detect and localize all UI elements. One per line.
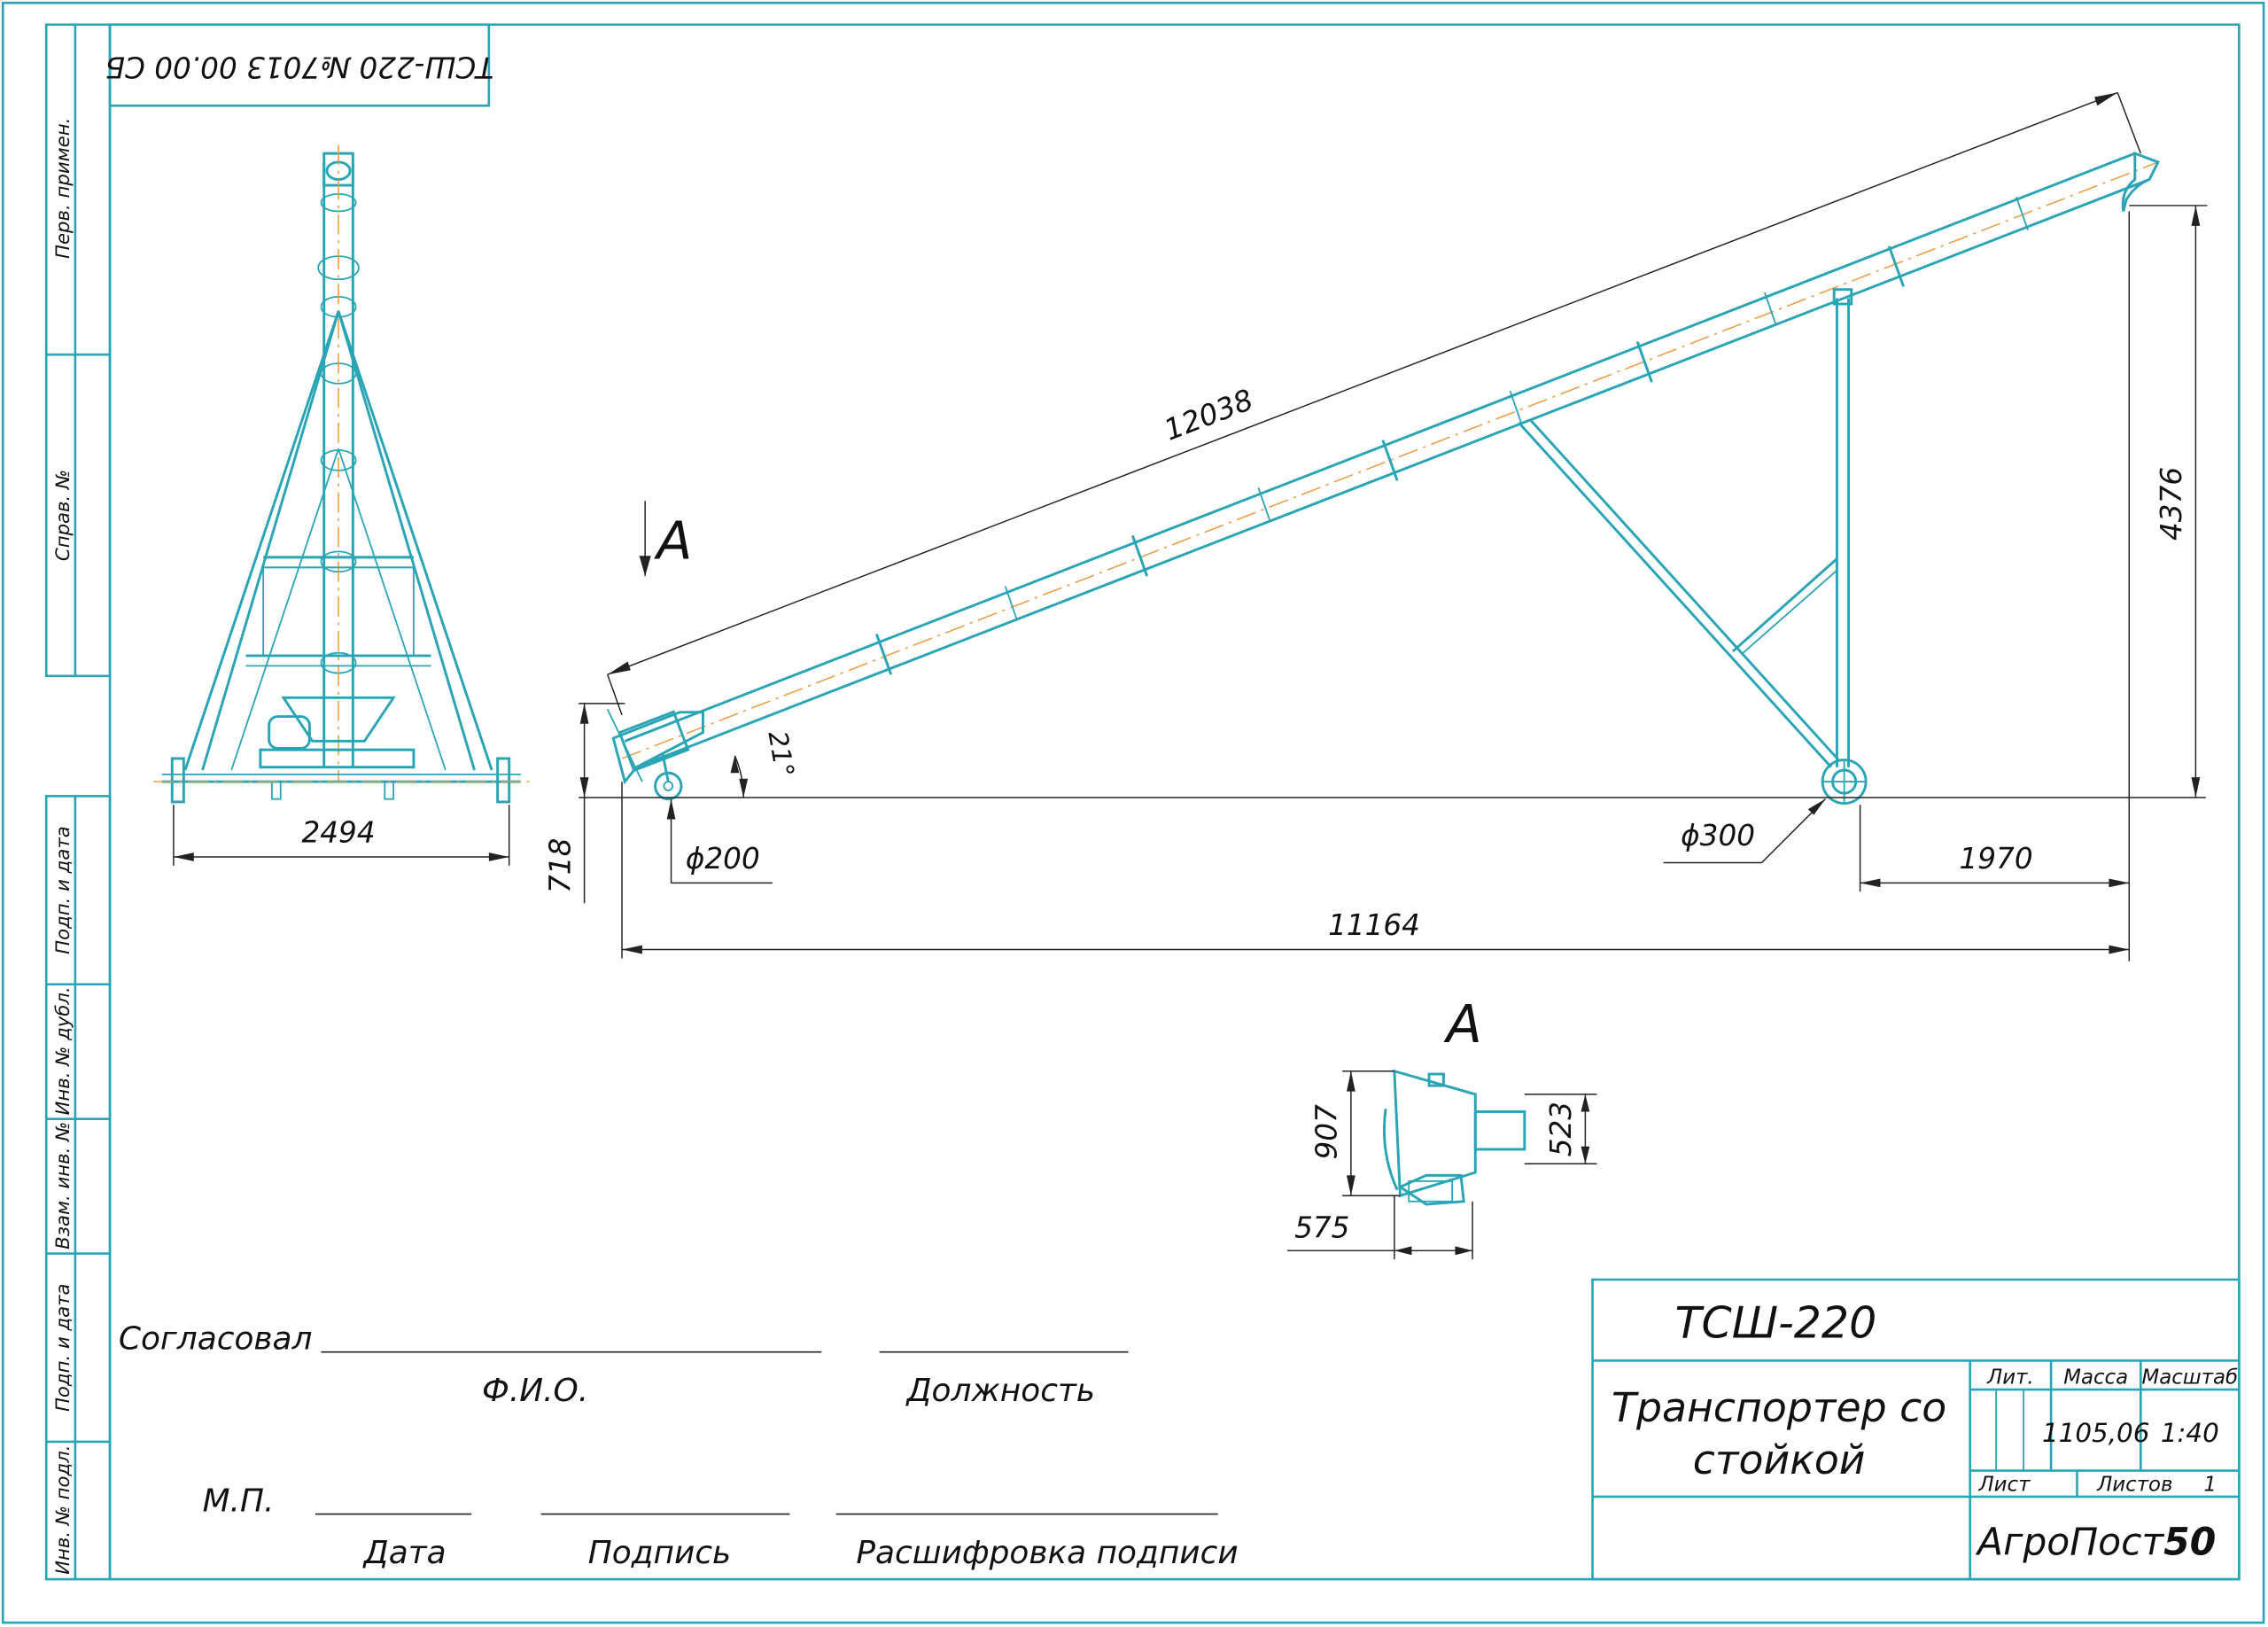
sheet-label: Лист bbox=[1977, 1473, 2031, 1496]
title-block: ТСШ-220 Транспортер со стойкой Лит. Масс… bbox=[1591, 1278, 2241, 1581]
agreed-label: Согласовал bbox=[119, 1320, 313, 1357]
sheets-value: 1 bbox=[2203, 1473, 2217, 1496]
stamp-code: ТСШ-220 №7013 00.00 СБ bbox=[105, 51, 494, 84]
stamp-place-label: М.П. bbox=[203, 1483, 275, 1519]
inner-border bbox=[108, 23, 2241, 1581]
company-name: АгроПост bbox=[1975, 1521, 2164, 1564]
side-label-sign-date-1: Подп. и дата bbox=[52, 826, 74, 954]
dim-wheel-small: ϕ200 bbox=[686, 842, 760, 876]
mass-header: Масса bbox=[2063, 1366, 2128, 1390]
dim-height-inlet: 718 bbox=[543, 838, 577, 893]
side-label-first-use: Перв. примен. bbox=[52, 118, 74, 259]
dim-angle: 21° bbox=[762, 728, 800, 779]
dimension-track-width: 2494 bbox=[173, 805, 510, 866]
signature-caption: Подпись bbox=[588, 1535, 731, 1571]
dim-track-width: 2494 bbox=[301, 816, 375, 850]
left-strip-top bbox=[44, 23, 112, 678]
dim-length-inclined: 12038 bbox=[1160, 383, 1258, 448]
designation: ТСШ-220 bbox=[1675, 1297, 1877, 1348]
company-number: 50 bbox=[2163, 1521, 2216, 1564]
side-label-replacement: Взам. инв. № bbox=[52, 1122, 74, 1249]
company-logo-text: АгроПост50 bbox=[1975, 1521, 2216, 1564]
dim-wheel-large: ϕ300 bbox=[1681, 819, 1755, 852]
dim-overhang: 1970 bbox=[1960, 842, 2033, 876]
dim-hopper-height: 907 bbox=[1310, 1104, 1344, 1160]
tube-flanges bbox=[875, 196, 2029, 675]
scale-value: 1:40 bbox=[2161, 1418, 2219, 1448]
dim-hopper-outlet: 523 bbox=[1544, 1102, 1578, 1156]
product-name-line2: стойкой bbox=[1693, 1436, 1866, 1483]
dim-height-total: 4376 bbox=[2155, 467, 2188, 541]
fio-caption: Ф.И.О. bbox=[482, 1373, 588, 1409]
position-caption: Должность bbox=[905, 1373, 1096, 1409]
date-caption: Дата bbox=[362, 1535, 447, 1571]
dim-hopper-width: 575 bbox=[1294, 1211, 1349, 1245]
side-labels: Перв. примен. Справ. № Подп. и дата Инв.… bbox=[52, 118, 74, 1575]
scale-header: Масштаб bbox=[2142, 1366, 2239, 1390]
side-label-original: Инв. № подл. bbox=[52, 1444, 74, 1574]
dim-length-total: 11164 bbox=[1328, 908, 1420, 942]
side-label-reference: Справ. № bbox=[52, 470, 74, 561]
left-strip-bottom bbox=[44, 795, 112, 1581]
side-label-sign-date-2: Подп. и дата bbox=[52, 1283, 74, 1412]
side-view-dimensions: 12038 4376 718 21° ϕ200 ϕ300 1 bbox=[543, 91, 2208, 961]
approval-block: Согласовал Ф.И.О. Должность М.П. Дата По… bbox=[119, 1320, 1239, 1571]
mass-value: 1105,06 bbox=[2042, 1418, 2149, 1448]
signature-decode-caption: Расшифровка подписи bbox=[856, 1535, 1238, 1571]
view-arrow-label: А bbox=[653, 510, 692, 571]
side-label-duplicate: Инв. № дубл. bbox=[52, 986, 74, 1115]
sheets-label: Листов bbox=[2096, 1473, 2172, 1496]
lit-header: Лит. bbox=[1986, 1366, 2034, 1390]
view-title: А bbox=[1443, 993, 1482, 1055]
side-view bbox=[579, 152, 2206, 806]
detail-view-a: А 907 523 575 bbox=[1287, 993, 1597, 1260]
product-name-line1: Транспортер со bbox=[1612, 1384, 1946, 1431]
front-view bbox=[153, 144, 530, 804]
